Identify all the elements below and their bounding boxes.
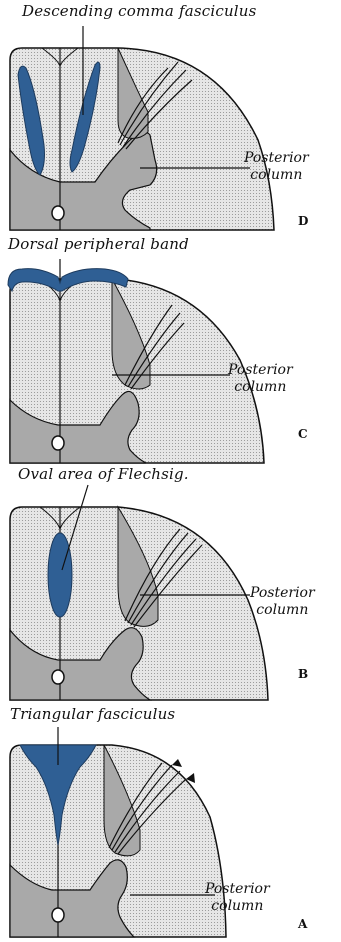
panel-title: Triangular fasciculus bbox=[10, 705, 175, 723]
panel-d: Descending comma fasciculus Posterior co… bbox=[0, 0, 341, 235]
label-line-1: Posterior bbox=[228, 362, 293, 379]
panel-b: Oval area of Flechsig. Posterior column … bbox=[0, 465, 341, 705]
panel-title: Oval area of Flechsig. bbox=[18, 465, 189, 483]
label-line-2: column bbox=[228, 379, 293, 396]
panel-title: Dorsal peripheral band bbox=[8, 235, 189, 253]
panel-letter: D bbox=[298, 214, 308, 228]
posterior-column-label: Posterior column bbox=[205, 881, 270, 915]
oval-area-of-flechsig bbox=[48, 533, 72, 617]
panel-a: Triangular fasciculus Posterior column A bbox=[0, 705, 341, 942]
posterior-column-label: Posterior column bbox=[228, 362, 293, 396]
label-line-1: Posterior bbox=[250, 585, 315, 602]
posterior-column-label: Posterior column bbox=[244, 150, 309, 184]
label-line-2: column bbox=[205, 898, 270, 915]
label-line-1: Posterior bbox=[244, 150, 309, 167]
label-line-2: column bbox=[250, 602, 315, 619]
panel-letter: C bbox=[298, 427, 308, 441]
spinal-section-a bbox=[0, 705, 341, 942]
spinal-section-d bbox=[0, 0, 341, 235]
posterior-column-label: Posterior column bbox=[250, 585, 315, 619]
panel-letter: B bbox=[298, 667, 308, 681]
panel-title: Descending comma fasciculus bbox=[22, 2, 257, 20]
label-line-1: Posterior bbox=[205, 881, 270, 898]
spinal-section-c bbox=[0, 235, 341, 465]
panel-c: Dorsal peripheral band Posterior column … bbox=[0, 235, 341, 465]
panel-letter: A bbox=[298, 917, 307, 931]
label-line-2: column bbox=[244, 167, 309, 184]
